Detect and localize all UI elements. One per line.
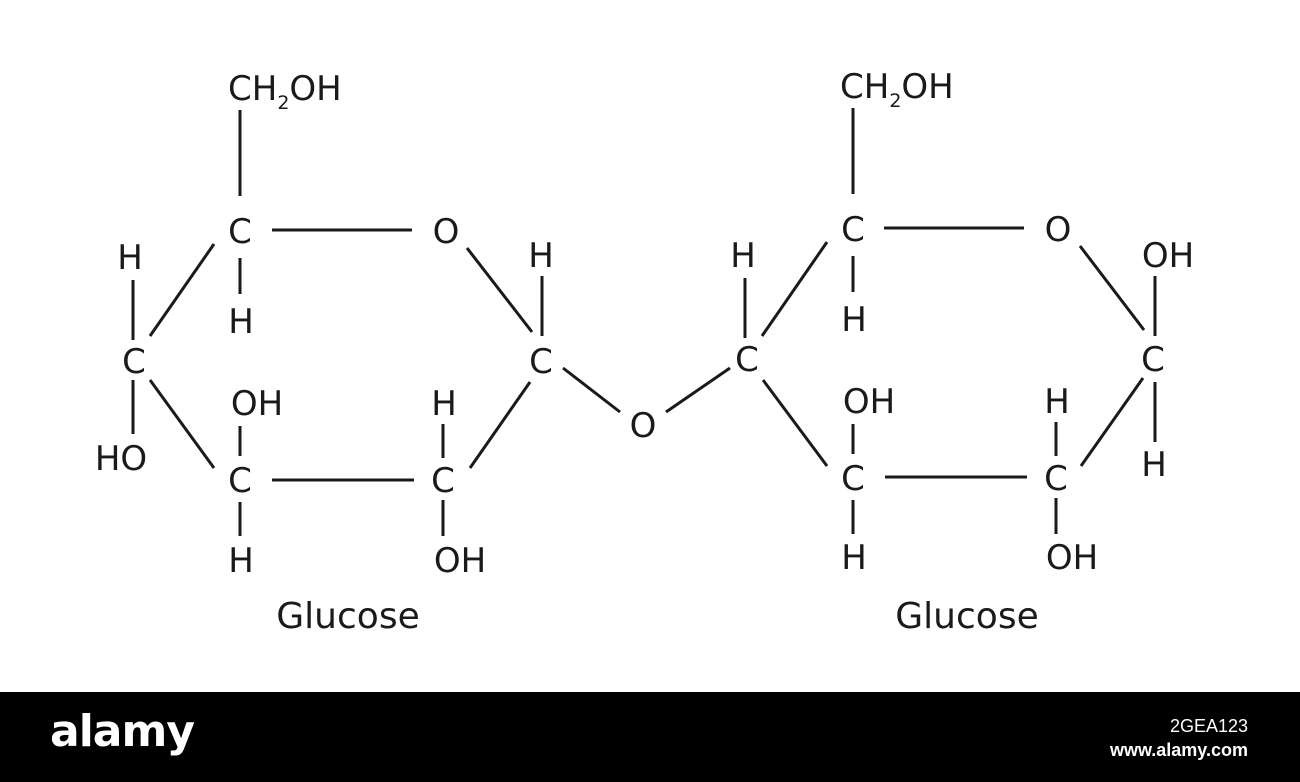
hydrogen-r-c3: H: [841, 538, 867, 578]
watermark-footer-bar: alamy 2GEA123 www.alamy.com: [0, 692, 1300, 782]
brand-logo: alamy: [50, 706, 195, 757]
bond-l-c1-c2: [468, 381, 532, 469]
image-id: 2GEA123: [1169, 716, 1248, 736]
carbon-l-c4: C: [122, 342, 146, 382]
caption-left: Glucose: [276, 596, 419, 637]
carbon-r-c3: C: [841, 459, 865, 499]
hydrogen-l-c4: H: [117, 238, 143, 278]
carbon-r-c2: C: [1044, 459, 1068, 499]
bond-r-o-c1: [1078, 245, 1146, 331]
hydrogen-l-c5: H: [228, 302, 254, 342]
hydroxyl-r-c3: OH: [843, 382, 895, 422]
carbon-r-c1: C: [1141, 340, 1165, 380]
glycosidic-linkage: O: [562, 366, 731, 446]
oxygen-glycosidic: O: [630, 406, 657, 446]
hydroxyl-l-c3: OH: [231, 384, 283, 424]
hydroxyl-l-c2: OH: [434, 541, 486, 581]
carbon-l-c2: C: [431, 461, 455, 501]
bond-r-c1-c2: [1079, 377, 1145, 467]
bond-l-c3-c4: [148, 379, 216, 469]
hydrogen-l-c1: H: [528, 236, 554, 276]
carbon-l-c3: C: [228, 461, 252, 501]
left-glucose: CH2OH C O H C H C OH OH C H H C HO H Glu…: [95, 69, 554, 637]
hydrogen-l-c2: H: [431, 384, 457, 424]
hydroxyl-l-c4: HO: [95, 439, 147, 479]
bond-l-o-c1: [465, 247, 534, 333]
hydrogen-l-c3: H: [228, 541, 254, 581]
carbon-r-c5: C: [841, 210, 865, 250]
bond-link-left: [562, 366, 621, 414]
oxygen-r-ring: O: [1045, 210, 1072, 250]
hydrogen-r-c1: H: [1141, 445, 1167, 485]
hydroxyl-r-c2: OH: [1046, 538, 1098, 578]
hydrogen-r-c5: H: [841, 300, 867, 340]
ch2oh-group-left: CH2OH: [228, 69, 342, 114]
caption-right: Glucose: [895, 596, 1038, 637]
bond-r-c3-c4: [761, 379, 829, 467]
bond-link-right: [665, 366, 731, 414]
bond-r-c4-c5: [760, 241, 829, 337]
hydrogen-r-c2: H: [1044, 382, 1070, 422]
bond-l-c4-c5: [148, 243, 216, 337]
oxygen-l-ring: O: [433, 212, 460, 252]
carbon-r-c4: C: [735, 340, 759, 380]
ch2oh-group-right: CH2OH: [840, 67, 954, 112]
carbon-l-c5: C: [228, 212, 252, 252]
site-url: www.alamy.com: [1109, 740, 1248, 760]
disaccharide-structure-diagram: CH2OH C O H C H C OH OH C H H C HO H Glu…: [95, 67, 1194, 637]
carbon-l-c1: C: [529, 342, 553, 382]
hydrogen-r-c4: H: [730, 236, 756, 276]
right-glucose: CH2OH C O OH C H H C OH OH C H H C H Glu…: [730, 67, 1194, 637]
hydroxyl-r-c1: OH: [1142, 236, 1194, 276]
